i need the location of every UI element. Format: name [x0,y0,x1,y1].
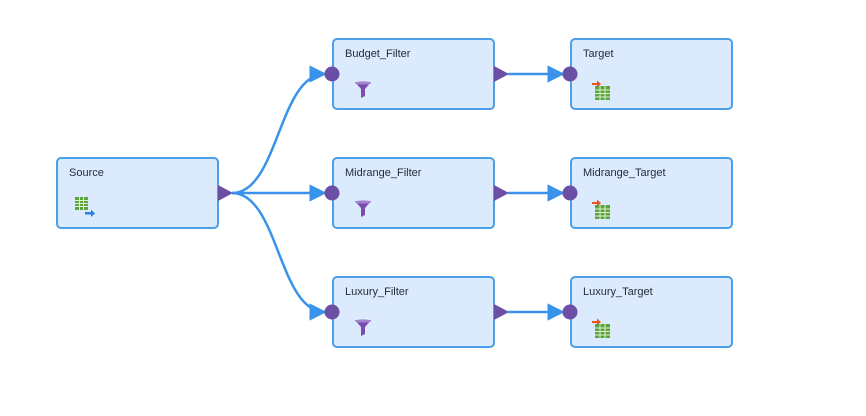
target-table-icon [592,318,612,340]
node-luxury-target[interactable]: Luxury_Target [570,276,733,348]
input-port-midrange-filter[interactable] [324,185,340,201]
output-port-midrange-filter[interactable] [494,185,509,201]
input-port-target[interactable] [562,66,578,82]
node-target-title: Target [583,48,614,60]
target-table-icon [592,199,612,221]
link-source-to-luxury-filter[interactable] [231,191,327,321]
target-table-icon [592,80,612,102]
node-source[interactable]: Source [56,157,219,229]
node-luxury-target-title: Luxury_Target [583,286,653,298]
output-port-budget-filter[interactable] [494,66,509,82]
input-port-budget-filter[interactable] [324,66,340,82]
node-midrange-target-title: Midrange_Target [583,167,666,179]
output-port-luxury-filter[interactable] [494,304,509,320]
node-midrange-target[interactable]: Midrange_Target [570,157,733,229]
node-target[interactable]: Target [570,38,733,110]
node-luxury-filter[interactable]: Luxury_Filter [332,276,495,348]
node-source-title: Source [69,167,104,179]
node-luxury-filter-title: Luxury_Filter [345,286,409,298]
source-table-icon [74,195,95,217]
funnel-icon [354,81,374,103]
node-budget-filter-title: Budget_Filter [345,48,411,60]
input-port-luxury-filter[interactable] [324,304,340,320]
funnel-icon [354,319,374,341]
input-port-luxury-target[interactable] [562,304,578,320]
link-source-to-budget-filter[interactable] [231,65,327,195]
output-port-source[interactable] [218,185,233,201]
funnel-icon [354,200,374,222]
node-midrange-filter-title: Midrange_Filter [345,167,422,179]
input-port-midrange-target[interactable] [562,185,578,201]
